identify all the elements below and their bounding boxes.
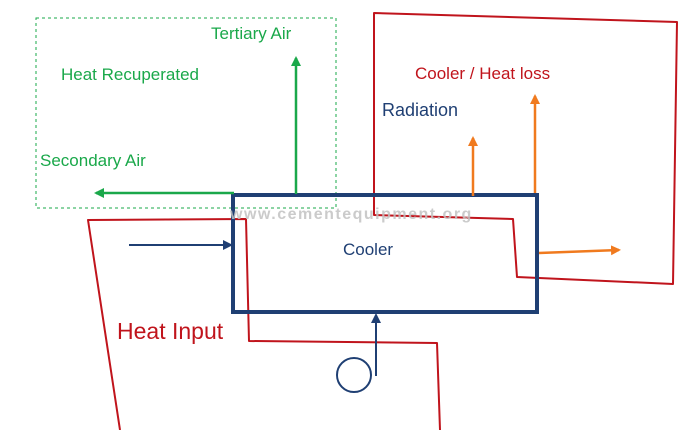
- heat-loss-boundary: [373, 12, 678, 285]
- heat-recuperated-boundary: [35, 17, 337, 209]
- heat-input-boundary: [87, 218, 441, 430]
- cooler-outlet-loss-arrow: [538, 245, 621, 256]
- cooler-label: Cooler: [343, 240, 394, 259]
- watermark-text: www.cementequipment.org: [230, 206, 473, 223]
- heat-recuperated-label: Heat Recuperated: [61, 65, 199, 84]
- heat-input-label: Heat Input: [117, 318, 224, 344]
- cooler-box: [231, 193, 539, 314]
- cooler-heat-loss-label: Cooler / Heat loss: [415, 64, 551, 83]
- radiation-label: Radiation: [382, 100, 459, 120]
- secondary-air-label: Secondary Air: [40, 151, 146, 170]
- fan-icon: [336, 357, 372, 393]
- tertiary-air-label: Tertiary Air: [211, 24, 292, 43]
